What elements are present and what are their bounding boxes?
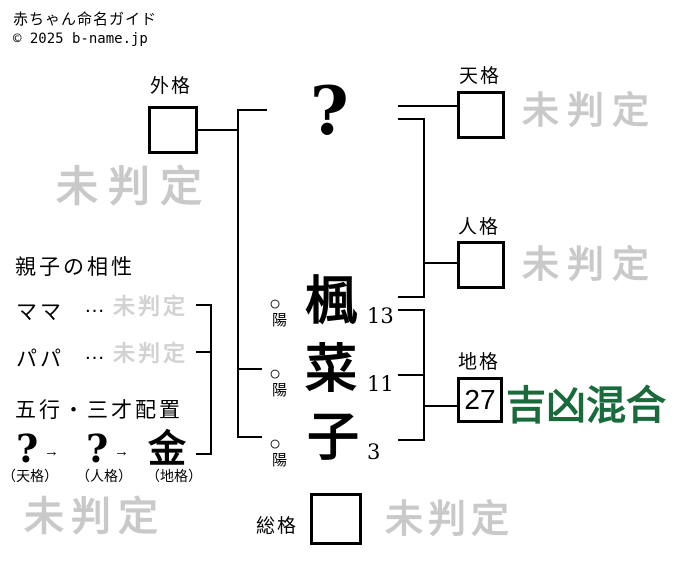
gogyou-jinkaku-value: ? [86, 426, 109, 471]
gogyou-tenkaku-label: （天格） [2, 468, 58, 484]
bracket-papa [196, 351, 210, 353]
name-char-1-strokes: 13 [367, 304, 394, 328]
name-char-2-strokes: 11 [367, 372, 394, 396]
chikaku-result-text: 吉凶混合 [506, 382, 666, 429]
gogyou-tenkaku-value: ? [16, 426, 39, 471]
soukaku-label: 総格 [256, 516, 299, 537]
connector-char1-right-upper [398, 296, 423, 298]
connector-surname-right [398, 118, 425, 120]
gogyou-jinkaku-label: （人格） [76, 468, 132, 484]
jinkaku-result-watermark: 未判定 [522, 242, 657, 286]
gaikaku-label: 外格 [150, 76, 193, 97]
gaikaku-result-watermark: 未判定 [56, 162, 213, 211]
gogyou-heading: 五行・三才配置 [15, 399, 183, 422]
gogyou-arrow-2: → [114, 443, 129, 460]
gogyou-chikaku-value: 金 [148, 426, 187, 471]
papa-label: パパ [16, 348, 64, 371]
connector-chikaku [423, 405, 457, 407]
tenkaku-box [457, 91, 505, 139]
jinkaku-label: 人格 [458, 217, 501, 238]
connector-left-vertical [237, 109, 239, 438]
compatibility-heading: 親子の相性 [15, 256, 135, 279]
gogyou-arrow-1: → [44, 443, 59, 460]
inyou-symbol-1: ○ [269, 293, 282, 315]
bracket-mama [196, 304, 210, 306]
copyright-text: © 2025 b-name.jp [13, 31, 148, 47]
inyou-symbol-3: ○ [269, 433, 282, 455]
name-char-3: 子 [307, 407, 360, 468]
bracket-vertical [210, 304, 212, 455]
connector-jinkaku [423, 262, 457, 264]
connector-jinkaku-vertical [423, 118, 425, 298]
name-char-2: 菜 [305, 339, 358, 400]
chikaku-box: 27 [457, 377, 503, 423]
inyou-label-2: 陽 [272, 382, 288, 399]
jinkaku-box [457, 241, 505, 289]
connector-char3-left [237, 436, 262, 438]
gaikaku-box [148, 106, 198, 154]
name-char-3-strokes: 3 [367, 440, 381, 464]
tenkaku-result-watermark: 未判定 [522, 88, 657, 132]
connector-surname-left [237, 109, 267, 111]
name-char-1: 楓 [305, 271, 358, 332]
mama-dots: … [84, 294, 105, 317]
connector-chikaku-vertical [423, 309, 425, 441]
connector-tenkaku [398, 105, 457, 107]
soukaku-box [310, 493, 362, 545]
surname-char: ? [310, 72, 349, 150]
soukaku-result-watermark: 未判定 [385, 496, 515, 541]
chikaku-label: 地格 [458, 352, 501, 373]
mama-result-watermark: 未判定 [113, 294, 189, 320]
inyou-symbol-2: ○ [269, 363, 282, 385]
connector-char2-right [398, 374, 423, 376]
bracket-gogyou [196, 453, 210, 455]
connector-char3-right [398, 439, 423, 441]
papa-result-watermark: 未判定 [113, 341, 189, 367]
papa-dots: … [84, 341, 105, 364]
tenkaku-label: 天格 [459, 66, 502, 87]
mama-label: ママ [16, 301, 64, 324]
connector-gaikaku [198, 129, 238, 131]
chikaku-value: 27 [464, 384, 496, 415]
gogyou-result-watermark: 未判定 [24, 493, 165, 540]
connector-char2-left [237, 368, 262, 370]
inyou-label-3: 陽 [272, 452, 288, 469]
gogyou-chikaku-label: （地格） [146, 468, 202, 484]
connector-char1-right-lower [398, 309, 423, 311]
site-title: 赤ちゃん命名ガイド [13, 11, 158, 28]
inyou-label-1: 陽 [272, 312, 288, 329]
